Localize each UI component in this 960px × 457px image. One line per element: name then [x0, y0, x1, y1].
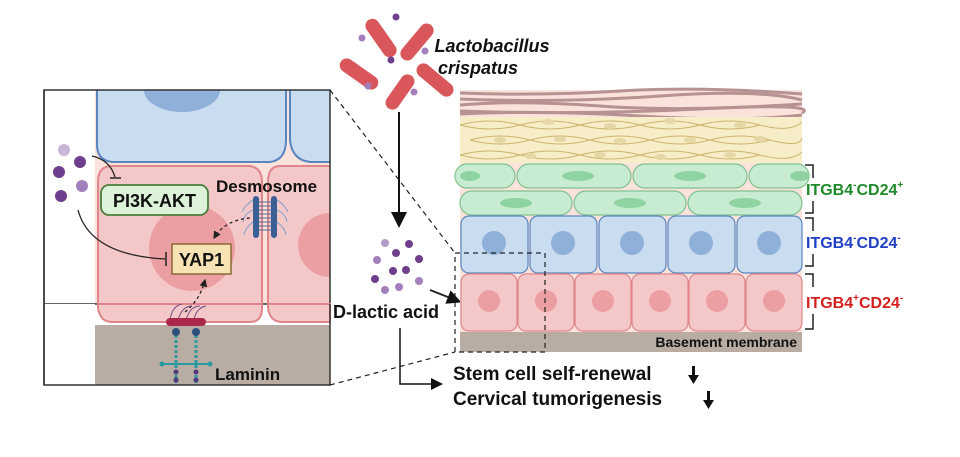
- laminin-icon: [159, 328, 213, 385]
- laminin-label: Laminin: [215, 365, 280, 384]
- bacteria-name-line1: Lactobacillus: [434, 36, 549, 56]
- yap1-box: [171, 243, 232, 275]
- d-lactic-acid-dots-inset: [53, 144, 88, 202]
- layer-brackets: [805, 164, 814, 330]
- layer-label-red: ITGB4+CD24-: [806, 293, 903, 312]
- zoom-connector-bottom: [329, 351, 456, 386]
- inhibit-line-pi3k: [91, 155, 116, 178]
- pi3k-akt-box: [100, 184, 209, 216]
- layer-label-green: ITGB4-CD24+: [806, 180, 903, 199]
- down-arrow-icon: [688, 366, 699, 384]
- acid-to-tissue-arrow: [429, 289, 462, 304]
- blue-cell: [96, 90, 287, 163]
- acid-to-outcome-arrow: [399, 328, 443, 390]
- desmosome-label: Desmosome: [216, 177, 317, 196]
- intermediate-layer: [460, 117, 802, 163]
- d-lactic-acid-label: D-lactic acid: [333, 302, 439, 322]
- yap1-label: YAP1: [179, 250, 224, 270]
- blue-cell: [289, 90, 330, 163]
- desmosome-icon: [241, 196, 289, 238]
- outcome-stem-cell: Stem cell self-renewal: [453, 364, 652, 385]
- tissue-section: [454, 87, 810, 352]
- outcome-tumorigenesis: Cervical tumorigenesis: [453, 389, 662, 410]
- lactobacillus-icon: [339, 18, 454, 110]
- bacteria-name-line2: crispatus: [438, 58, 518, 78]
- zoom-connector-top: [329, 89, 456, 254]
- laminin-to-yap1-arrow: [184, 278, 208, 313]
- integrin-icon: [166, 303, 207, 326]
- inset-lower: [43, 90, 331, 386]
- basement-membrane-label: Basement membrane: [655, 334, 797, 350]
- layer-label-blue: ITGB4-CD24-: [806, 233, 901, 252]
- superficial-layer: [459, 87, 806, 121]
- inhibit-line-yap1: [77, 209, 166, 260]
- pink-layer: [460, 273, 803, 332]
- down-arrow-icon: [703, 391, 714, 409]
- d-lactic-acid-dots: [371, 239, 423, 294]
- bacteria-dots: [358, 13, 429, 96]
- pi3k-akt-label: PI3K-AKT: [113, 191, 196, 211]
- zoom-region-box: [454, 252, 546, 353]
